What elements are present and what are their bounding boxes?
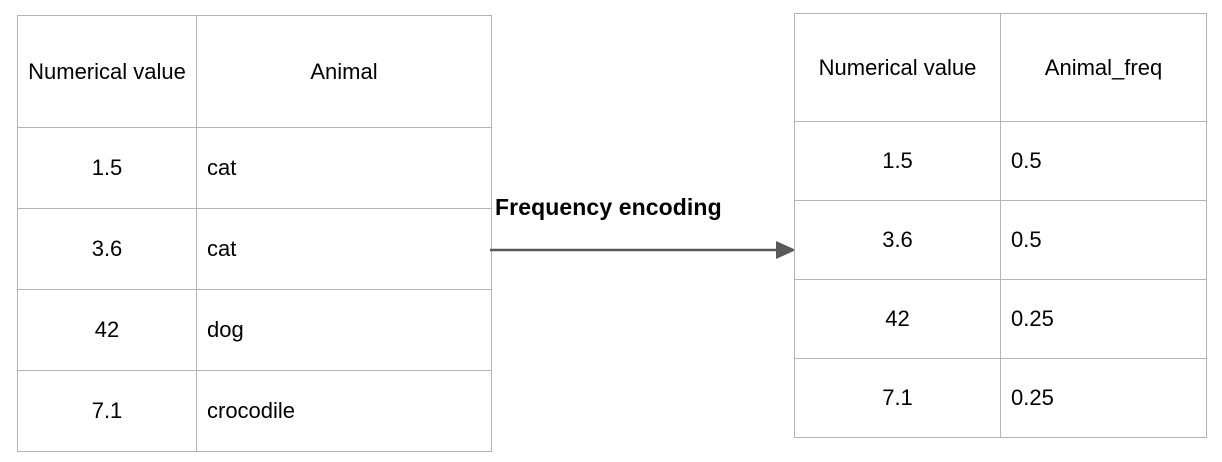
column-header-numerical-value: Numerical value — [17, 15, 197, 128]
cell-animal-freq: 0.5 — [1000, 200, 1207, 280]
table-header-row: Numerical value Animal — [17, 15, 492, 128]
table-header-row: Numerical value Animal_freq — [794, 13, 1207, 122]
arrow-right-icon — [490, 241, 796, 259]
transform-label: Frequency encoding — [495, 194, 722, 220]
cell-animal: cat — [196, 208, 492, 290]
cell-numerical-value: 1.5 — [794, 121, 1001, 201]
table-row: 3.6 cat — [17, 208, 492, 290]
cell-numerical-value: 7.1 — [794, 358, 1001, 438]
cell-numerical-value: 7.1 — [17, 370, 197, 452]
cell-numerical-value: 3.6 — [17, 208, 197, 290]
table-row: 3.6 0.5 — [794, 200, 1207, 280]
cell-numerical-value: 42 — [17, 289, 197, 371]
table-row: 7.1 0.25 — [794, 358, 1207, 438]
cell-animal-freq: 0.25 — [1000, 279, 1207, 359]
column-header-animal: Animal — [196, 15, 492, 128]
column-header-animal-freq: Animal_freq — [1000, 13, 1207, 122]
cell-animal: dog — [196, 289, 492, 371]
table-row: 7.1 crocodile — [17, 370, 492, 452]
result-table: Numerical value Animal_freq 1.5 0.5 3.6 … — [794, 13, 1207, 438]
table-row: 1.5 0.5 — [794, 121, 1207, 201]
table-row: 42 dog — [17, 289, 492, 371]
table-row: 42 0.25 — [794, 279, 1207, 359]
cell-animal-freq: 0.5 — [1000, 121, 1207, 201]
column-header-numerical-value: Numerical value — [794, 13, 1001, 122]
cell-numerical-value: 42 — [794, 279, 1001, 359]
cell-numerical-value: 1.5 — [17, 127, 197, 209]
table-row: 1.5 cat — [17, 127, 492, 209]
cell-numerical-value: 3.6 — [794, 200, 1001, 280]
cell-animal-freq: 0.25 — [1000, 358, 1207, 438]
cell-animal: crocodile — [196, 370, 492, 452]
source-table: Numerical value Animal 1.5 cat 3.6 cat 4… — [17, 15, 492, 452]
cell-animal: cat — [196, 127, 492, 209]
